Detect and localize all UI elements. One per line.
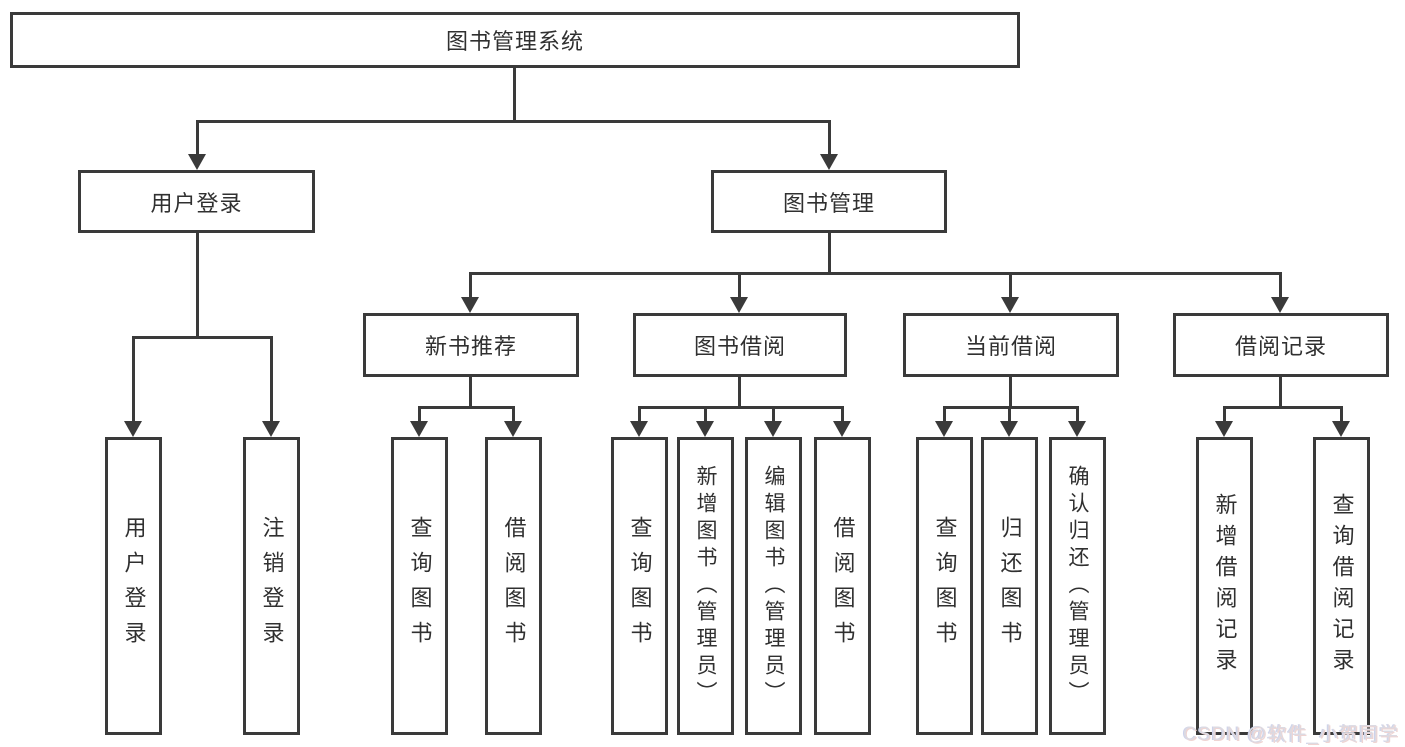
connector-user-login-rail [132, 336, 273, 339]
arrow-down-icon [410, 421, 428, 437]
leaf-label: 归还图书 [997, 516, 1023, 656]
node-root-label: 图书管理系统 [445, 29, 584, 54]
connector-drop-user-login [196, 120, 199, 156]
leaf-label: 查询借阅记录 [1329, 493, 1355, 679]
node-leaf-query-books-recommend: 查询图书 [391, 437, 448, 735]
node-current-borrow: 当前借阅 [903, 313, 1119, 377]
node-root: 图书管理系统 [10, 12, 1020, 68]
leaf-label: 查询图书 [627, 516, 653, 656]
node-borrow-records-label: 借阅记录 [1234, 334, 1327, 359]
leaf-label: 编辑图书（管理员） [762, 464, 785, 708]
node-leaf-add-books-admin: 新增图书（管理员） [677, 437, 734, 735]
arrow-down-icon [833, 421, 851, 437]
arrow-down-icon [1271, 297, 1289, 313]
connector-rail [418, 406, 515, 409]
leaf-label: 借阅图书 [830, 516, 856, 656]
arrow-down-icon [696, 421, 714, 437]
node-leaf-edit-books-admin: 编辑图书（管理员） [745, 437, 802, 735]
leaf-label: 确认归还（管理员） [1066, 464, 1089, 708]
arrow-down-icon [262, 421, 280, 437]
arrow-down-icon [1332, 421, 1350, 437]
node-borrow-records: 借阅记录 [1173, 313, 1389, 377]
arrow-down-icon [764, 421, 782, 437]
leaf-label: 新增图书（管理员） [694, 464, 717, 708]
node-book-borrow-label: 图书借阅 [693, 334, 786, 359]
connector-drop-leaf [1076, 406, 1079, 421]
leaf-label: 借阅图书 [501, 516, 527, 656]
leaf-label: 查询图书 [407, 516, 433, 656]
node-user-login-label: 用户登录 [150, 190, 243, 216]
node-leaf-query-borrow-record: 查询借阅记录 [1313, 437, 1370, 735]
connector-drop-leaf [270, 336, 273, 421]
connector-drop-leaf [512, 406, 515, 421]
connector-stem [738, 377, 741, 406]
connector-level3-rail [469, 272, 1282, 275]
connector-drop-leaf [943, 406, 946, 421]
arrow-down-icon [1215, 421, 1233, 437]
connector-drop-new-book [469, 272, 472, 297]
arrow-down-icon [1001, 297, 1019, 313]
arrow-down-icon [1000, 421, 1018, 437]
node-new-book-recommend: 新书推荐 [363, 313, 579, 377]
arrow-down-icon [1068, 421, 1086, 437]
arrow-down-icon [188, 154, 206, 170]
arrow-down-icon [730, 297, 748, 313]
node-leaf-query-books: 查询图书 [611, 437, 668, 735]
connector-root-stem [513, 68, 516, 120]
arrow-down-icon [820, 154, 838, 170]
node-leaf-borrow-books: 借阅图书 [814, 437, 871, 735]
arrow-down-icon [630, 421, 648, 437]
node-leaf-return-books: 归还图书 [981, 437, 1038, 735]
node-current-borrow-label: 当前借阅 [964, 334, 1057, 359]
connector-drop-current-borrow [1009, 272, 1012, 297]
node-leaf-query-books-current: 查询图书 [916, 437, 973, 735]
node-leaf-user-login: 用户登录 [105, 437, 162, 735]
node-book-management: 图书管理 [711, 170, 947, 233]
connector-drop-leaf [1340, 406, 1343, 421]
connector-drop-leaf [772, 406, 775, 421]
connector-rail [943, 406, 1079, 409]
node-new-book-recommend-label: 新书推荐 [424, 334, 517, 359]
connector-rail [638, 406, 843, 409]
node-book-management-label: 图书管理 [782, 190, 875, 216]
connector-drop-leaf [418, 406, 421, 421]
node-user-login: 用户登录 [78, 170, 315, 233]
node-leaf-logout: 注销登录 [243, 437, 300, 735]
connector-drop-leaf [841, 406, 844, 421]
leaf-label: 注销登录 [259, 516, 285, 656]
arrow-down-icon [124, 421, 142, 437]
connector-drop-book-mgmt [828, 120, 831, 156]
connector-stem [1279, 377, 1282, 406]
connector-rail [1223, 406, 1342, 409]
connector-drop-borrow-records [1279, 272, 1282, 297]
connector-drop-leaf [704, 406, 707, 421]
leaf-label: 新增借阅记录 [1212, 493, 1238, 679]
arrow-down-icon [461, 297, 479, 313]
connector-level2-rail [196, 120, 831, 123]
connector-user-login-stem [196, 233, 199, 336]
connector-drop-book-borrow [738, 272, 741, 297]
node-leaf-borrow-books-recommend: 借阅图书 [485, 437, 542, 735]
leaf-label: 查询图书 [932, 516, 958, 656]
leaf-label: 用户登录 [121, 516, 147, 656]
connector-drop-leaf [1223, 406, 1226, 421]
node-leaf-add-borrow-record: 新增借阅记录 [1196, 437, 1253, 735]
connector-book-mgmt-stem [828, 233, 831, 272]
connector-drop-leaf [1008, 406, 1011, 421]
node-book-borrow: 图书借阅 [633, 313, 847, 377]
watermark-text: CSDN @软件_小贺同学 [1183, 724, 1399, 745]
arrow-down-icon [935, 421, 953, 437]
connector-stem [469, 377, 472, 406]
node-leaf-confirm-return-admin: 确认归还（管理员） [1049, 437, 1106, 735]
connector-drop-leaf [132, 336, 135, 421]
arrow-down-icon [504, 421, 522, 437]
connector-drop-leaf [638, 406, 641, 421]
connector-stem [1009, 377, 1012, 406]
